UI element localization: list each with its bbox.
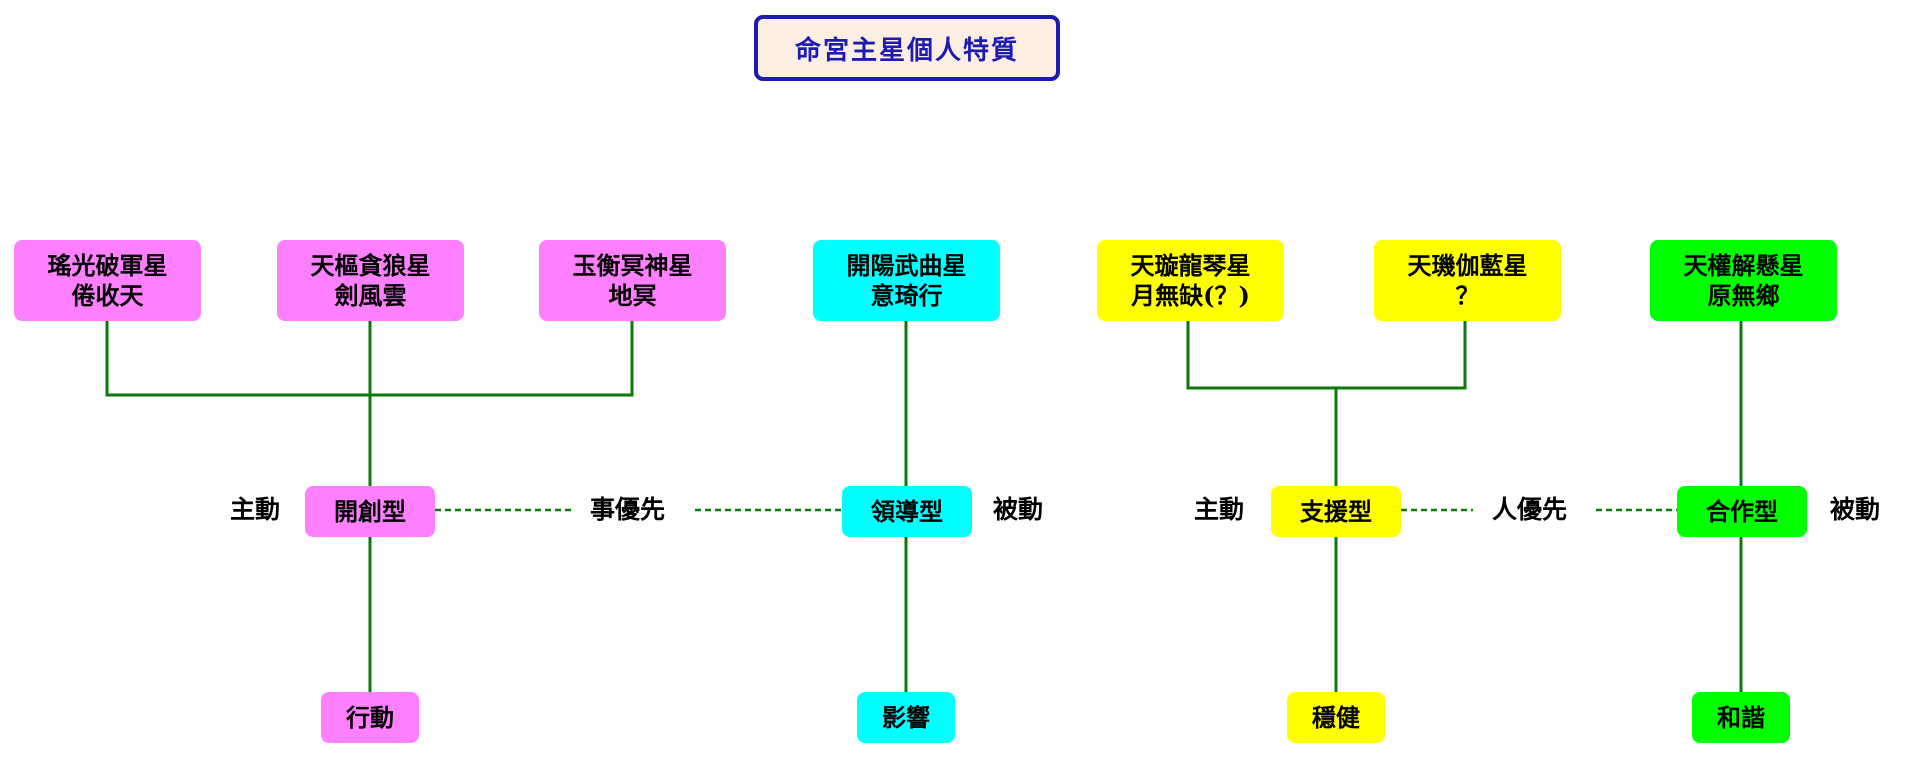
connector-star6 <box>1336 320 1467 390</box>
type-box-kaichuang: 開創型 <box>305 486 435 537</box>
connector-star3 <box>370 320 634 397</box>
star-name: 天璇龍琴星 <box>1130 250 1251 280</box>
connector-star1 <box>105 320 370 397</box>
star-name: 玉衡冥神星 <box>572 250 693 280</box>
character-name: ？ <box>1455 280 1480 310</box>
star-name: 天璣伽藍星 <box>1407 250 1528 280</box>
character-name: 月無缺(？) <box>1131 280 1250 310</box>
character-name: 倦收天 <box>71 280 144 310</box>
star-name: 瑤光破軍星 <box>47 250 168 280</box>
character-name: 劍風雲 <box>334 280 407 310</box>
trait-box-wenjian: 穩健 <box>1287 692 1385 743</box>
character-name: 地冥 <box>608 280 657 310</box>
star-box-tianxuan: 天璇龍琴星 月無缺(？) <box>1097 240 1284 321</box>
trait-box-hexie: 和諧 <box>1692 692 1790 743</box>
character-name: 意琦行 <box>870 280 943 310</box>
star-box-tianji: 天璣伽藍星 ？ <box>1374 240 1561 321</box>
star-box-yaoguang: 瑤光破軍星 倦收天 <box>14 240 201 321</box>
star-box-yuheng: 玉衡冥神星 地冥 <box>539 240 726 321</box>
star-name: 天樞貪狼星 <box>310 250 431 280</box>
diagram-title: 命宮主星個人特質 <box>754 15 1060 81</box>
type-box-lingdao: 領導型 <box>842 486 972 537</box>
star-box-tianquan: 天權解懸星 原無鄉 <box>1650 240 1837 321</box>
star-box-kaiyang: 開陽武曲星 意琦行 <box>813 240 1000 321</box>
label-left-active: 主動 <box>230 495 281 524</box>
star-name: 開陽武曲星 <box>846 250 967 280</box>
character-name: 原無鄉 <box>1707 280 1780 310</box>
connector-star5 <box>1186 320 1336 390</box>
label-right-active: 主動 <box>1194 495 1245 524</box>
label-left-passive: 被動 <box>993 495 1044 524</box>
star-box-tianshu: 天樞貪狼星 劍風雲 <box>277 240 464 321</box>
trait-box-yingxiang: 影響 <box>857 692 955 743</box>
type-box-hezuo: 合作型 <box>1677 486 1807 537</box>
label-right-priority: 人優先 <box>1492 495 1568 524</box>
label-right-passive: 被動 <box>1830 495 1881 524</box>
trait-box-xingdong: 行動 <box>321 692 419 743</box>
label-left-priority: 事優先 <box>590 495 666 524</box>
type-box-zhiyuan: 支援型 <box>1271 486 1401 537</box>
star-name: 天權解懸星 <box>1683 250 1804 280</box>
